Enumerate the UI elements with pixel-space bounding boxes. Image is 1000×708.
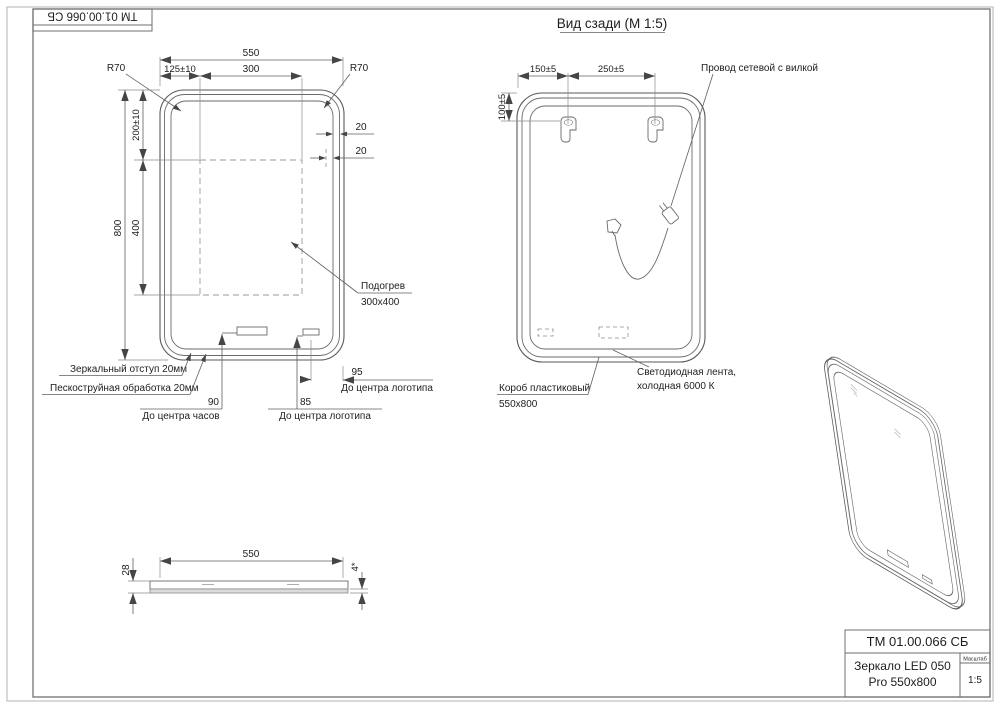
- logo-cutout: [598, 326, 629, 339]
- iso-offset-line: [827, 363, 959, 605]
- scale-label: Масштаб: [963, 657, 987, 663]
- doc-number: ТМ 01.00.066 СБ: [867, 634, 969, 649]
- dim-height: 800: [113, 219, 124, 236]
- back-outer-edge: [516, 92, 706, 363]
- note-led-line1: Светодиодная лента,: [637, 367, 736, 378]
- display-mark: [850, 384, 858, 397]
- dim-logo: 85: [300, 397, 312, 408]
- note-clock-center: До центра часов: [142, 411, 219, 422]
- sheet-outer-border: [6, 6, 994, 702]
- box-leader: [587, 356, 600, 395]
- iso-clock-window: [886, 549, 909, 569]
- note-led-line2: холодная 6000 К: [637, 381, 715, 392]
- dim-heat-height: 400: [131, 219, 142, 236]
- product-name-line2: Pro 550x800: [868, 675, 936, 689]
- dim-hook-left: 150±5: [530, 64, 556, 75]
- arrowhead: [333, 155, 340, 161]
- power-cord: [614, 227, 669, 280]
- cord-connector: [606, 218, 622, 234]
- mirror-offset-line: [164, 94, 340, 356]
- sheet-inner-frame: [32, 8, 991, 698]
- radius-right-leader: [323, 73, 351, 109]
- iso-outer-edge: [824, 358, 963, 610]
- iso-back-panel: [826, 356, 966, 608]
- dim-left-offset: 125±10: [164, 64, 196, 75]
- scale-value: 1:5: [968, 675, 982, 686]
- clock-window: [236, 326, 268, 336]
- note-box-line2: 550x800: [499, 399, 538, 410]
- dim-hook-span: 250±5: [598, 64, 624, 75]
- side-box: [149, 588, 349, 594]
- note-logo-center-right: До центра логотипа: [341, 383, 433, 394]
- heater-leader: [290, 241, 359, 294]
- note-box-line1: Короб пластиковый: [499, 382, 590, 394]
- arrowhead: [326, 131, 333, 137]
- side-glass: [149, 580, 349, 590]
- iso-sandblast-line: [833, 371, 954, 597]
- title-block: ТМ 01.00.066 СБ Зеркало LED 050 Pro 550x…: [844, 629, 991, 698]
- radius-right: R70: [350, 63, 369, 74]
- dim-clock: 90: [208, 397, 220, 408]
- power-plug: [659, 202, 679, 225]
- display-mark: [894, 428, 901, 439]
- back-mid-line: [521, 97, 701, 358]
- heater-label: Подогрев: [361, 281, 405, 292]
- heater-size: 300x400: [361, 297, 400, 308]
- dim-center: 300: [243, 64, 260, 75]
- dim-20-led: 20: [355, 122, 367, 133]
- dim-gap: 4*: [350, 562, 361, 571]
- iso-logo-window: [921, 574, 933, 585]
- isometric-view: [824, 356, 966, 610]
- note-mirror-offset: Зеркальный отступ 20мм: [70, 364, 187, 375]
- dim-thickness: 28: [121, 564, 132, 576]
- back-view-title-text: Вид сзади (М 1:5): [557, 16, 668, 31]
- heater-zone: [199, 159, 303, 296]
- note-cord: Провод сетевой с вилкой: [701, 63, 818, 74]
- back-view-title: Вид сзади (М 1:5): [557, 16, 668, 33]
- dim-side-width: 550: [243, 549, 260, 560]
- radius-left-leader: [125, 73, 182, 112]
- front-view: 550 125±10 300 R70 R70 800 200±10 400 20: [42, 48, 433, 422]
- mirror-offset-leader: [181, 352, 192, 376]
- product-name-line1: Зеркало LED 050: [854, 659, 951, 673]
- arrowhead: [340, 131, 347, 137]
- corner-stamp-subbox: [32, 24, 153, 32]
- back-view: 150±5 250±5 100±5 Провод сетевой с вилко…: [497, 63, 818, 410]
- side-view: 550 28 4*: [121, 549, 368, 614]
- scale-header-cell: [959, 652, 991, 664]
- dim-hook-top: 100±5: [497, 94, 508, 120]
- corner-stamp-doc-number: ТМ 01.00.066 СБ: [47, 10, 137, 22]
- back-box-line: [529, 105, 693, 350]
- corner-stamp: ТМ 01.00.066 СБ: [32, 8, 153, 32]
- logo-window: [302, 328, 320, 336]
- cord-leader: [670, 73, 714, 207]
- mount-hook-right: [647, 116, 664, 143]
- dim-logo-right: 95: [351, 367, 363, 378]
- note-sandblast: Пескоструйная обработка 20мм: [50, 382, 199, 394]
- radius-left: R70: [107, 63, 126, 74]
- sandblast-leader: [189, 353, 207, 395]
- clock-cutout: [537, 328, 554, 337]
- led-leader: [612, 349, 650, 368]
- dim-20-sand: 20: [355, 146, 367, 157]
- dim-top-offset: 200±10: [131, 109, 142, 141]
- arrowhead: [319, 155, 326, 161]
- title-block-body: [844, 652, 991, 698]
- note-logo-center: До центра логотипа: [279, 411, 371, 422]
- mount-hook-left: [560, 116, 577, 143]
- mirror-outer-edge: [159, 89, 345, 361]
- sandblast-border-line: [170, 100, 334, 350]
- dim-width: 550: [243, 48, 260, 59]
